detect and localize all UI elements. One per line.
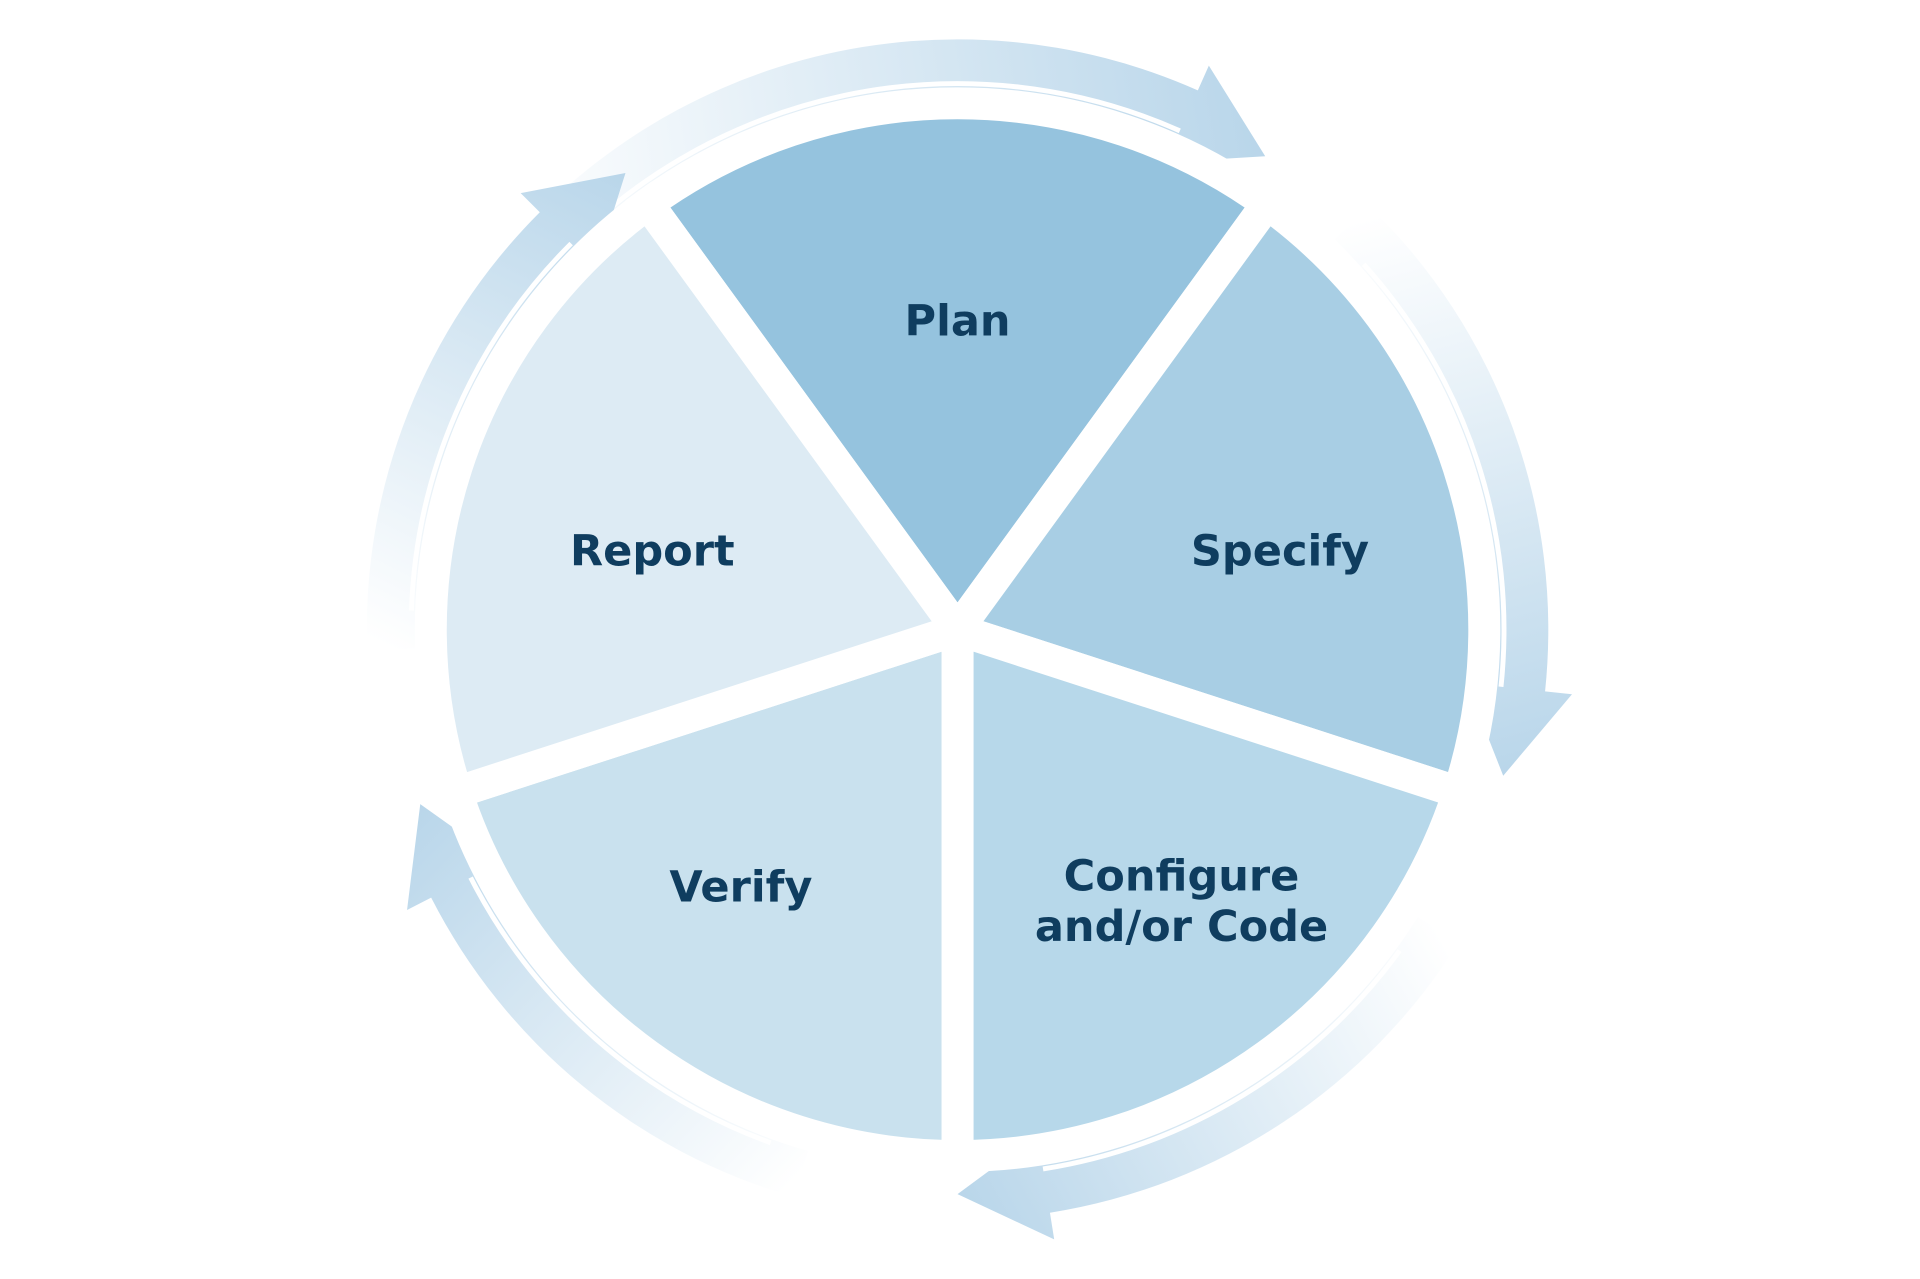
slice-configure	[941, 607, 1479, 1173]
cycle-arrow-icon	[366, 172, 626, 651]
arrow-highlight-line	[468, 876, 772, 1146]
arrow-highlight-line	[408, 241, 573, 611]
stage-label-plan: Plan	[905, 297, 1011, 347]
stage-label-specify: Specify	[1191, 527, 1369, 577]
stage-label-and-or-code: and/or Code	[1035, 902, 1328, 952]
arrow-highlight-line	[549, 81, 1181, 266]
slice-plan	[625, 87, 1290, 657]
cycle-arrow-icon	[1332, 205, 1572, 776]
arrow-highlight-line	[1361, 262, 1507, 687]
stage-label-report: Report	[570, 527, 735, 577]
cycle-slices	[414, 87, 1501, 1173]
stage-label-verify: Verify	[669, 862, 812, 912]
stage-labels: Plan Specify Configure and/or Code Verif…	[570, 297, 1369, 952]
stage-label-configure: Configure	[1064, 851, 1300, 901]
arrow-highlight-line	[1042, 949, 1402, 1172]
slice-report	[414, 181, 984, 813]
cycle-arrow-icon	[957, 915, 1459, 1240]
cycle-arrows	[366, 39, 1572, 1240]
cycle-arrow-icon	[407, 804, 809, 1198]
slice-specify	[931, 181, 1501, 813]
